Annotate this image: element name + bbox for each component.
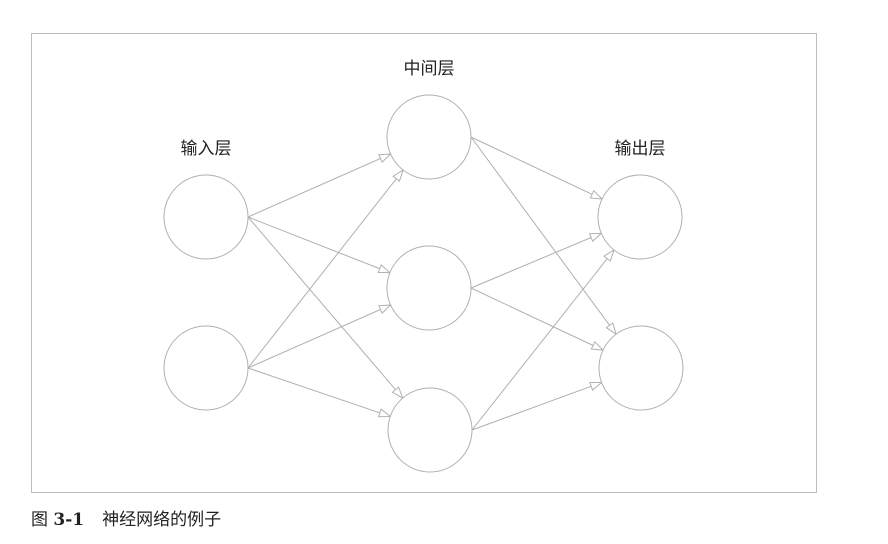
connection-line (470, 136, 617, 335)
input-node (163, 325, 249, 411)
arrowhead-icon (603, 248, 615, 262)
hidden-node (387, 387, 473, 473)
connection-line (470, 287, 604, 351)
arrowhead-icon (589, 381, 603, 391)
connection-line (247, 367, 391, 417)
output-node (598, 325, 684, 411)
connection-line (471, 381, 602, 431)
connection-line (470, 136, 603, 200)
hidden-layer-label: 中间层 (403, 59, 455, 79)
connection-line (247, 304, 391, 369)
input-node (163, 174, 249, 260)
arrowhead-icon (590, 340, 605, 351)
hidden-node (386, 94, 472, 180)
arrowhead-icon (377, 264, 392, 274)
connection-line (247, 216, 391, 274)
connection-line (247, 216, 404, 399)
connection-line (247, 169, 404, 369)
caption-text: 神经网络的例子 (102, 510, 222, 530)
arrowhead-icon (377, 408, 392, 418)
arrowhead-icon (605, 322, 617, 336)
arrowhead-icon (378, 304, 392, 314)
connection-line (471, 249, 615, 431)
diagram-frame (31, 33, 817, 493)
figure-caption: 图 3-1 神经网络的例子 (31, 505, 221, 530)
connection-line (470, 232, 602, 289)
arrowhead-icon (589, 189, 604, 200)
connection-line (247, 153, 391, 218)
arrowhead-icon (588, 232, 603, 243)
output-layer-label: 输出层 (614, 139, 666, 159)
output-node (597, 174, 683, 260)
arrowhead-icon (378, 153, 392, 163)
arrowhead-icon (391, 386, 404, 400)
caption-prefix: 图 (31, 510, 48, 530)
arrowhead-icon (392, 168, 404, 183)
input-layer-label: 输入层 (180, 139, 232, 159)
hidden-node (386, 245, 472, 331)
caption-number: 3-1 (53, 510, 85, 530)
